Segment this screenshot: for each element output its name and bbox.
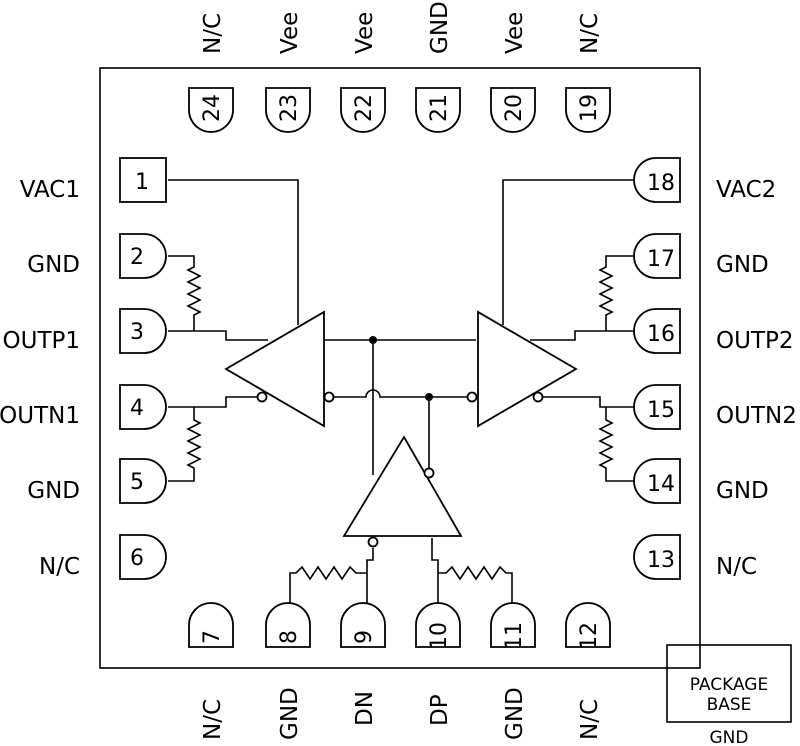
- pin-5: 5: [119, 458, 167, 504]
- package-outline: [99, 67, 701, 669]
- package-base-title-line2: BASE: [707, 695, 752, 715]
- left-amplifier: [224, 310, 335, 428]
- pin-23-label: Vee: [277, 12, 303, 54]
- pin-19-label: N/C: [577, 13, 603, 54]
- pin-16: 16: [633, 308, 681, 354]
- pin-8: 8: [265, 602, 311, 648]
- pin-7: 7: [188, 602, 234, 648]
- pin-3: 3: [119, 308, 167, 354]
- pin-15-number: 15: [647, 398, 675, 423]
- pin-5-label: GND: [27, 478, 80, 504]
- junction-dot-top: [369, 336, 377, 344]
- package-base: PACKAGE BASE GND: [666, 644, 792, 746]
- pin-11-number: 11: [502, 622, 527, 650]
- pin-24-number: 24: [200, 94, 225, 122]
- pin-3-number: 3: [130, 320, 144, 345]
- pin-10-label: DP: [427, 694, 453, 726]
- pin-4-label: OUTN1: [0, 403, 80, 429]
- pin-21: 21: [415, 87, 461, 133]
- pin-14-label: GND: [716, 478, 769, 504]
- pin-23-number: 23: [277, 94, 302, 122]
- pin-3-label: OUTP1: [3, 328, 81, 354]
- pin-10: 10: [415, 602, 461, 650]
- pin-20: 20: [490, 87, 536, 133]
- pin-1-label: VAC1: [20, 177, 80, 203]
- pin-16-number: 16: [647, 322, 675, 347]
- pin-24: 24: [188, 87, 234, 133]
- package-base-title-line1: PACKAGE: [690, 675, 768, 695]
- pin-15-label: OUTN2: [716, 403, 797, 429]
- pin-21-label: GND: [427, 1, 453, 54]
- pin-8-label: GND: [277, 687, 303, 740]
- pin-18-number: 18: [647, 171, 675, 196]
- pin-1: 1: [119, 157, 167, 203]
- pin-17-number: 17: [647, 247, 675, 272]
- pin-10-number: 10: [427, 622, 452, 650]
- pin-9-number: 9: [352, 630, 377, 644]
- pin-6-number: 6: [130, 546, 144, 571]
- junction-dot-bottom: [425, 393, 433, 401]
- internal-wiring: [168, 179, 636, 605]
- package-base-label: GND: [710, 728, 749, 746]
- pin-17-label: GND: [716, 252, 769, 278]
- pin-11-label: GND: [502, 687, 528, 740]
- pin-13: 13: [633, 534, 681, 580]
- pin-9-label: DN: [352, 691, 378, 726]
- pin-22: 22: [340, 87, 386, 133]
- pin-7-label: N/C: [200, 699, 226, 740]
- pin-4-number: 4: [130, 396, 144, 421]
- pin-2: 2: [119, 233, 167, 279]
- input-amplifier: [342, 435, 463, 548]
- pin-20-number: 20: [502, 94, 527, 122]
- right-amplifier: [466, 310, 578, 428]
- pin-17: 17: [633, 233, 681, 279]
- pin-11: 11: [490, 602, 536, 650]
- pin-19: 19: [565, 87, 611, 133]
- pin-9: 9: [340, 602, 386, 648]
- pin-14: 14: [633, 458, 681, 504]
- pin-16-label: OUTP2: [716, 328, 794, 354]
- pin-19-number: 19: [577, 94, 602, 122]
- pin-5-number: 5: [130, 470, 144, 495]
- pin-22-number: 22: [352, 94, 377, 122]
- pin-20-label: Vee: [502, 12, 528, 54]
- pin-18-label: VAC2: [716, 177, 776, 203]
- pin-6: 6: [119, 534, 167, 580]
- pin-22-label: Vee: [352, 12, 378, 54]
- pin-4: 4: [119, 384, 167, 430]
- pin-1-number: 1: [135, 170, 149, 195]
- pin-2-number: 2: [130, 245, 144, 270]
- pin-13-label: N/C: [716, 554, 757, 580]
- pin-18: 18: [633, 157, 681, 203]
- pin-14-number: 14: [647, 472, 675, 497]
- pin-6-label: N/C: [39, 554, 80, 580]
- pin-23: 23: [265, 87, 311, 133]
- pin-12-number: 12: [577, 622, 602, 650]
- pin-8-number: 8: [277, 630, 302, 644]
- pin-2-label: GND: [27, 252, 80, 278]
- pin-24-label: N/C: [200, 13, 226, 54]
- pin-7-number: 7: [200, 630, 225, 644]
- pin-21-number: 21: [427, 94, 452, 122]
- pin-15: 15: [633, 384, 681, 430]
- pin-13-number: 13: [647, 548, 675, 573]
- pin-12-label: N/C: [577, 699, 603, 740]
- pin-12: 12: [565, 602, 611, 650]
